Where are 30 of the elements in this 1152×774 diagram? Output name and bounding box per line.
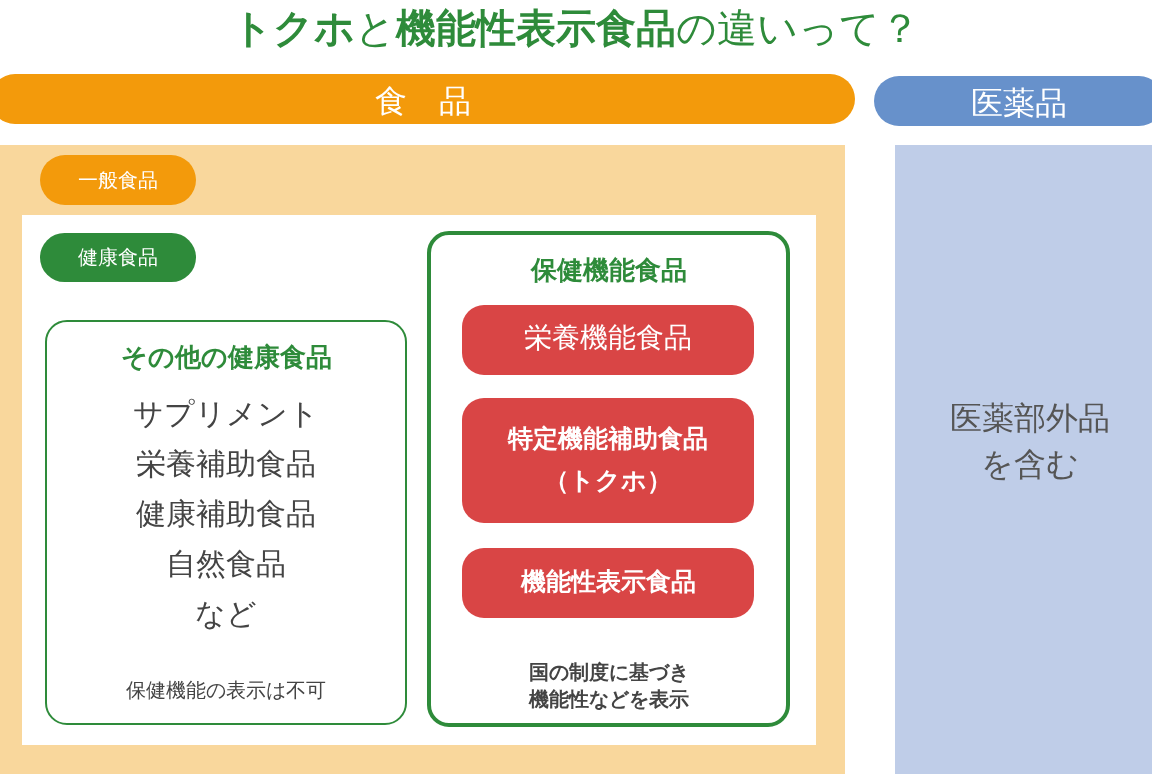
title: トクホと機能性表示食品の違いって？ [231, 4, 921, 52]
group-panel [0, 145, 845, 774]
box-label: 一般食品 [77, 167, 159, 194]
category-box [427, 231, 790, 727]
category-pill [40, 233, 196, 282]
category-box [45, 320, 407, 725]
list-item: など [194, 595, 258, 633]
box-heading: 保健機能食品 [529, 254, 688, 287]
box-label: 医薬部外品を含む [949, 398, 1111, 485]
category-box [462, 398, 754, 523]
box-label: 医薬品 [970, 83, 1068, 124]
box-label: 食 品 [373, 81, 472, 122]
box-heading: その他の健康食品 [119, 341, 333, 374]
list-item: サプリメント [132, 395, 320, 433]
box-label: 機能性表示食品 [519, 566, 697, 598]
box-label: 健康食品 [77, 244, 159, 271]
category-pill [40, 155, 196, 205]
box-label: 特定機能補助食品（トクホ） [506, 423, 709, 497]
list-item: 自然食品 [165, 545, 287, 583]
list-item: 健康補助食品 [135, 495, 317, 533]
category-band [874, 76, 1152, 126]
box-label: 栄養機能食品 [523, 320, 693, 356]
category-box [462, 548, 754, 618]
list-item: 栄養補助食品 [135, 445, 317, 483]
note-text: 保健機能の表示は不可 [125, 677, 327, 704]
group-panel [22, 215, 816, 745]
category-panel [895, 145, 1152, 774]
category-box [462, 305, 754, 375]
note-text: 国の制度に基づき機能性などを表示 [527, 659, 690, 713]
category-band [0, 74, 855, 124]
